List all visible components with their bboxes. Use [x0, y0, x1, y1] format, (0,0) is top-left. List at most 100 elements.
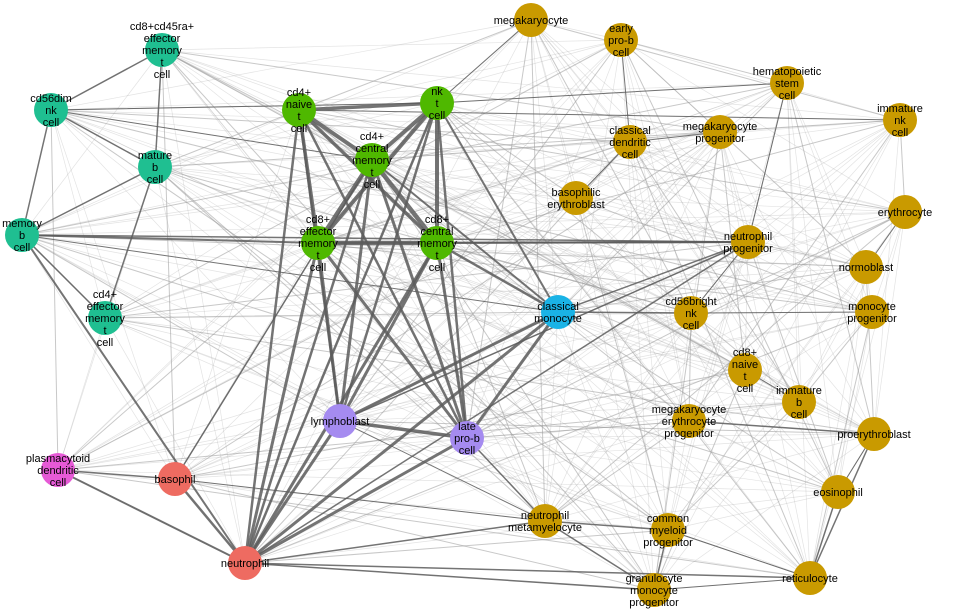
node-circle-neut_prog[interactable] [731, 225, 765, 259]
node-erythrocyte[interactable]: erythrocyte [878, 195, 932, 229]
node-circle-immature_nk[interactable] [883, 103, 917, 137]
node-circle-gmp[interactable] [637, 573, 671, 607]
node-circle-neut_metamyelo[interactable] [528, 504, 562, 538]
node-circle-lymphoblast[interactable] [323, 404, 357, 438]
edge-memory_b-mature_b [21, 166, 156, 236]
node-circle-classical_mono[interactable] [541, 295, 575, 329]
node-circle-cd8_cm[interactable] [420, 226, 454, 260]
node-circle-mep[interactable] [672, 404, 706, 438]
node-circle-normoblast[interactable] [849, 250, 883, 284]
node-circle-cmp[interactable] [651, 513, 685, 547]
edge-faint-hsc-cmp [667, 82, 788, 531]
edge-faint-cd8_effmem-hsc [317, 82, 788, 244]
node-circle-cd8_effmem[interactable] [301, 226, 335, 260]
edge-faint-cd4_effmem-normoblast [104, 266, 867, 319]
edge-faint-cd56dim_nk-hsc [50, 82, 788, 111]
node-label-line: b [19, 230, 25, 242]
node-circle-hsc[interactable] [770, 66, 804, 100]
node-circle-nkt[interactable] [420, 86, 454, 120]
node-lymphoblast[interactable]: lymphoblast [311, 404, 370, 438]
edge-faint-mono_prog-reticulocyte [809, 311, 873, 579]
node-circle-megakaryocyte[interactable] [514, 3, 548, 37]
node-circle-eosinophil[interactable] [821, 475, 855, 509]
node-label-line: cd8+ [733, 347, 757, 359]
node-circle-erythrocyte[interactable] [888, 195, 922, 229]
edge-faint-cd8_cd45ra_effmem-cd56bright_nk [161, 49, 692, 314]
node-label-line: cell [622, 149, 639, 161]
node-circle-late_prob[interactable] [450, 421, 484, 455]
node-circle-mature_b[interactable] [138, 150, 172, 184]
edge-faint-cd4_naive-basophil [174, 109, 300, 480]
node-circle-baso_eb[interactable] [559, 181, 593, 215]
node-reticulocyte[interactable]: reticulocyte [782, 561, 838, 595]
edge-faint-cd56dim_nk-plasmacytoid_dc [50, 109, 59, 471]
node-circle-proerythroblast[interactable] [857, 417, 891, 451]
node-circle-cd4_cm[interactable] [355, 143, 389, 177]
node-label-line: central [420, 226, 453, 238]
node-circle-basophil[interactable] [158, 462, 192, 496]
node-circle-plasmacytoid_dc[interactable] [41, 453, 75, 487]
edge-faint-mep-neut_metamyelo [544, 420, 690, 522]
node-eosinophil[interactable]: eosinophil [813, 475, 863, 509]
edge-faint-memory_b-late_prob [21, 234, 468, 439]
node-circle-cd8_cd45ra_effmem[interactable] [145, 33, 179, 67]
edge-faint-cd4_effmem-cmp [104, 317, 669, 531]
node-circle-cd4_naive[interactable] [282, 93, 316, 127]
node-circle-cd56dim_nk[interactable] [34, 93, 68, 127]
edge-faint-mk_prog-neut_metamyelo [544, 131, 721, 522]
node-circle-memory_b[interactable] [5, 218, 39, 252]
node-circle-cd8_naive[interactable] [728, 353, 762, 387]
node-circle-mono_prog[interactable] [855, 295, 889, 329]
node-circle-mk_prog[interactable] [703, 115, 737, 149]
edge-faint-mature_b-classical_mono [154, 166, 559, 313]
edge-faint-lymphoblast-immature_b [339, 401, 800, 422]
node-proerythroblast[interactable]: proerythroblast [837, 417, 911, 451]
node-circle-early_prob[interactable] [604, 23, 638, 57]
node-circle-reticulocyte[interactable] [793, 561, 827, 595]
node-neutrophil[interactable]: neutrophil [221, 546, 269, 580]
node-circle-cd4_effmem[interactable] [88, 301, 122, 335]
node-label-line: lymphoblast [311, 416, 370, 428]
node-basophil[interactable]: basophil [155, 462, 196, 496]
edge-faint-baso_eb-cmp [575, 197, 669, 531]
node-circle-immature_b[interactable] [782, 385, 816, 419]
node-circle-neutrophil[interactable] [228, 546, 262, 580]
edge-classical_mono-cd8_cm [435, 241, 560, 314]
edge-faint-cd4_cm-mk_prog [371, 131, 721, 161]
node-normoblast[interactable]: normoblast [839, 250, 893, 284]
node-circle-cd56bright_nk[interactable] [674, 296, 708, 330]
edge-faint-memory_b-mep [21, 234, 690, 422]
node-circle-classical_dc[interactable] [613, 125, 647, 159]
node-label-line: normoblast [839, 262, 893, 274]
edge-faint-classical_dc-cmp [629, 141, 669, 531]
node-megakaryocyte[interactable]: megakaryocyte [494, 3, 569, 37]
